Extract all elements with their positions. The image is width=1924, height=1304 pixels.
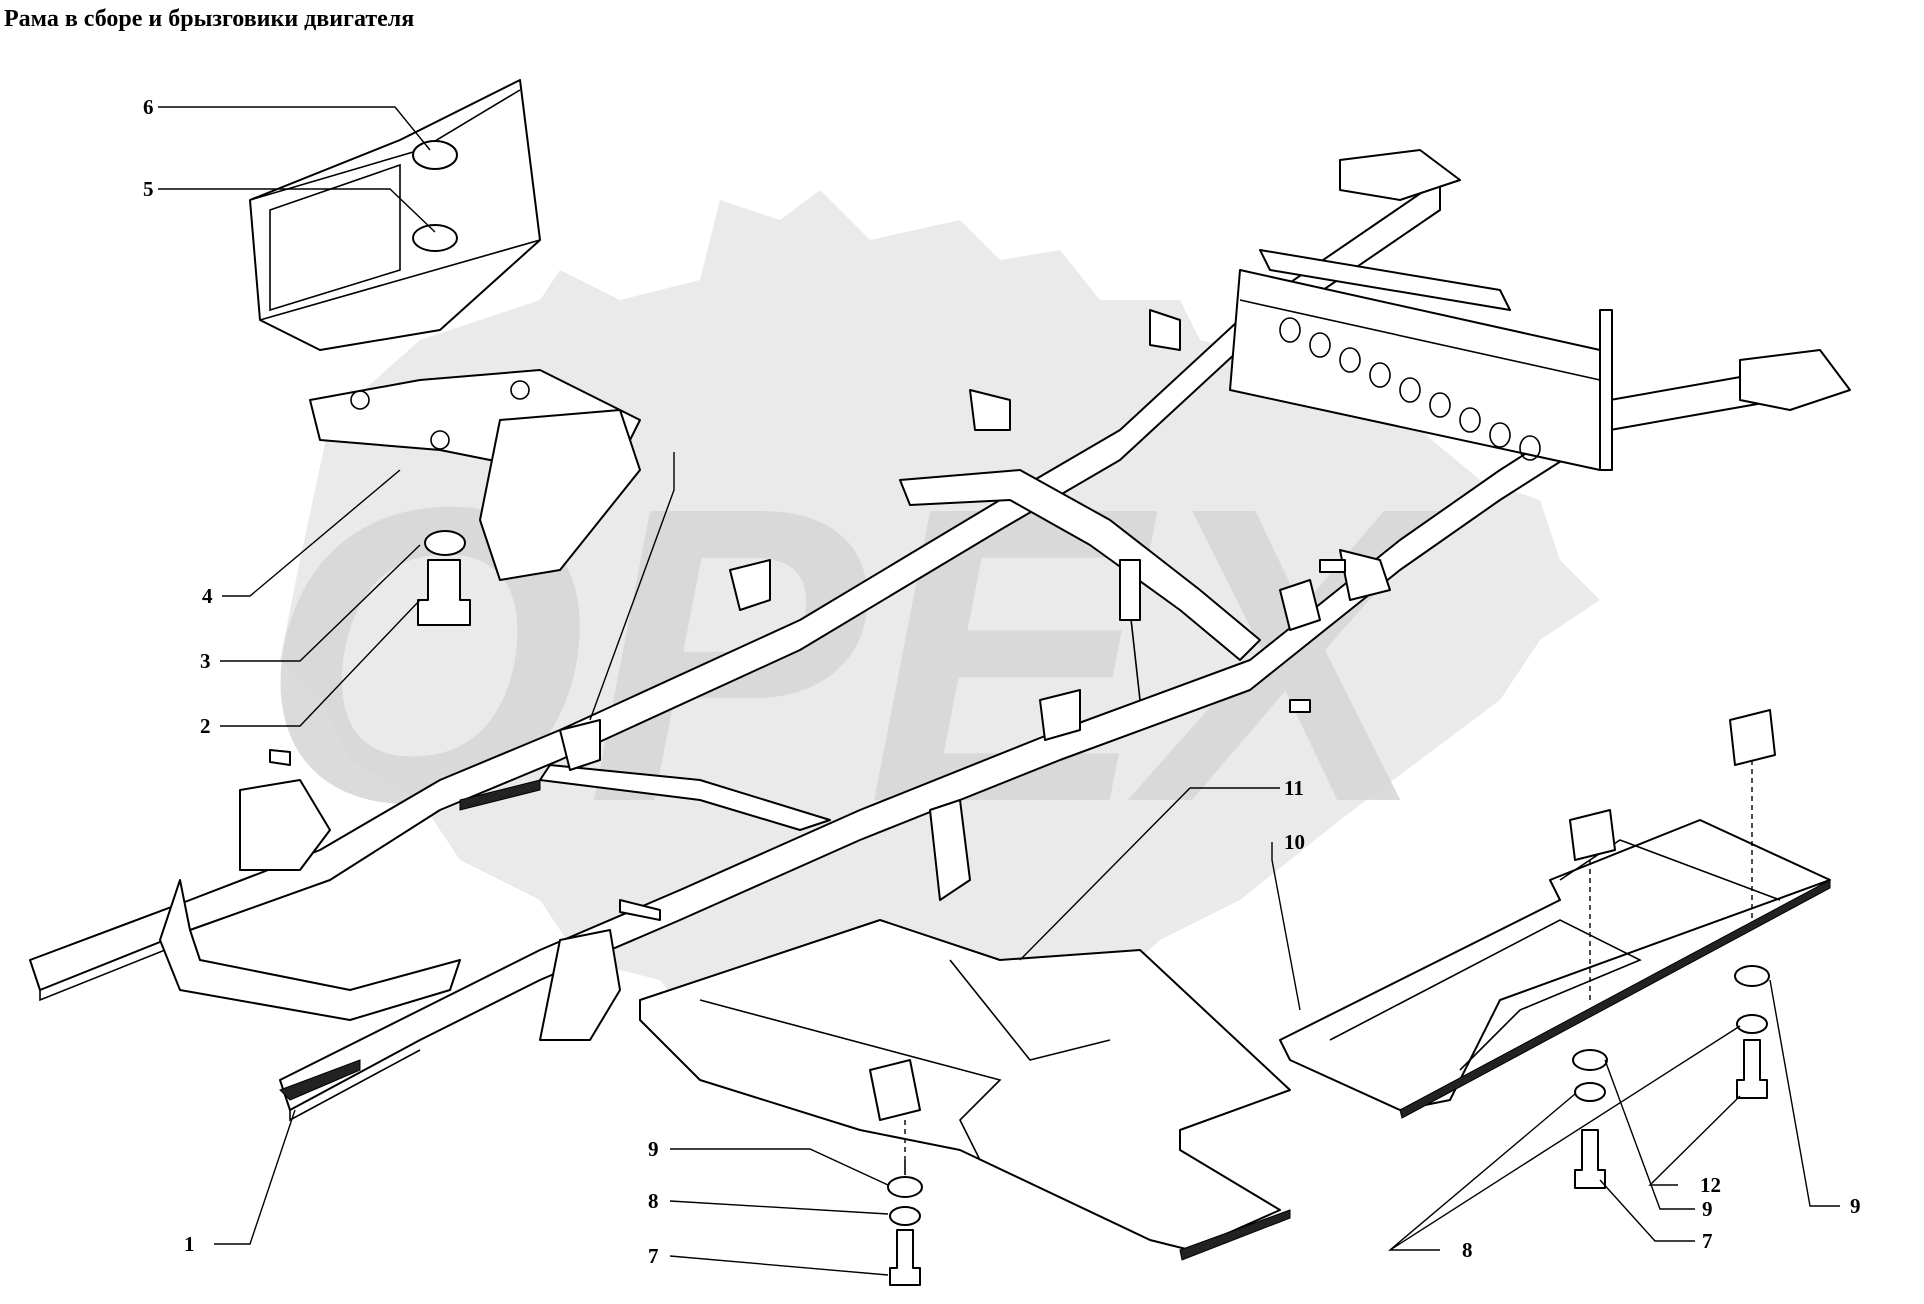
callout-5: 5 bbox=[143, 177, 154, 201]
leader-8a bbox=[669, 1200, 889, 1215]
callout-4: 4 bbox=[202, 584, 213, 608]
mount-washer-bottom bbox=[424, 530, 466, 556]
frame-bolt-a bbox=[619, 899, 661, 921]
mount-bolt bbox=[417, 559, 471, 626]
leader-9a bbox=[670, 1148, 889, 1186]
frame-shadow-a bbox=[459, 779, 541, 811]
frame-middle-crossmember bbox=[899, 469, 1261, 661]
washer-12 bbox=[1736, 1014, 1768, 1034]
frame-bolt-c bbox=[1319, 559, 1346, 573]
rear-bracket-right bbox=[1739, 349, 1851, 411]
fastener-stack-right-b bbox=[1734, 760, 1770, 1099]
bolt-12 bbox=[1736, 1039, 1768, 1099]
leader-lines bbox=[158, 106, 1840, 1276]
leader-4 bbox=[222, 469, 401, 597]
frame-bracket-h bbox=[969, 389, 1011, 431]
mount-nut bbox=[412, 140, 458, 170]
callout-labels: 6 5 4 3 2 1 11 10 9 8 7 8 7 9 12 9 bbox=[143, 95, 1861, 1268]
callout-9c: 9 bbox=[1850, 1194, 1861, 1218]
callout-7a: 7 bbox=[648, 1244, 659, 1268]
engine-mount-left bbox=[239, 779, 331, 871]
engine-mount-exploded bbox=[249, 79, 641, 626]
callout-9a: 9 bbox=[648, 1137, 659, 1161]
spring-washer-9c bbox=[1734, 965, 1770, 987]
callout-1: 1 bbox=[184, 1232, 195, 1256]
frame-bracket-a bbox=[729, 559, 771, 611]
splash-guard-10-edge bbox=[1399, 879, 1831, 1119]
frame-bracket-c bbox=[1039, 689, 1081, 741]
leader-11 bbox=[1019, 787, 1280, 961]
callout-10: 10 bbox=[1284, 830, 1305, 854]
leader-7a bbox=[669, 1255, 889, 1276]
leader-1 bbox=[214, 1109, 296, 1245]
frame-assembly bbox=[29, 149, 1851, 1122]
leader-5 bbox=[158, 188, 436, 233]
splash-guard-10 bbox=[1279, 709, 1831, 1119]
frame-bracket-d bbox=[1279, 579, 1321, 631]
leader-7b bbox=[1599, 1179, 1695, 1242]
callout-2: 2 bbox=[200, 714, 211, 738]
callout-8a: 8 bbox=[648, 1189, 659, 1213]
leader-8b bbox=[1388, 1025, 1741, 1251]
washer-8a bbox=[889, 1206, 921, 1226]
frame-front-crossmember bbox=[539, 764, 831, 831]
mount-box bbox=[249, 79, 541, 351]
frame-bolt-b bbox=[1289, 699, 1311, 713]
frame-shadow-b bbox=[279, 1059, 361, 1101]
splash-guard-10-clip-b bbox=[1729, 709, 1776, 766]
leader-10 bbox=[1271, 842, 1301, 1011]
leader-J bbox=[589, 452, 675, 721]
callout-11: 11 bbox=[1284, 776, 1304, 800]
frame-bracket-b bbox=[1119, 559, 1141, 621]
spring-washer-9b bbox=[1572, 1049, 1608, 1071]
callout-7b: 7 bbox=[1702, 1229, 1713, 1253]
frame-front-u-member bbox=[159, 879, 461, 1021]
frame-vertical-post bbox=[1599, 309, 1613, 471]
engine-mount-bracket bbox=[929, 799, 971, 901]
rear-bracket-left bbox=[1339, 149, 1461, 201]
leader-6 bbox=[158, 106, 431, 151]
bolt-7a bbox=[889, 1229, 921, 1286]
frame-bracket-f bbox=[559, 719, 601, 771]
mount-washer-top bbox=[412, 224, 458, 252]
engine-mount-right bbox=[539, 929, 621, 1041]
bolt-7b bbox=[1574, 1129, 1606, 1189]
splash-guard-11-clip bbox=[869, 1059, 921, 1121]
fastener-stack-center bbox=[887, 1120, 923, 1286]
diagram-title: Рама в сборе и брызговики двигателя bbox=[4, 6, 415, 32]
leader-9b bbox=[1604, 1059, 1695, 1210]
spring-washer-9a bbox=[887, 1176, 923, 1198]
splash-guard-11-panel bbox=[639, 919, 1291, 1251]
fastener-stack-right-a bbox=[1572, 860, 1608, 1189]
splash-guard-11 bbox=[639, 919, 1291, 1261]
splash-guard-11-edge bbox=[1179, 1209, 1291, 1261]
callout-6: 6 bbox=[143, 95, 154, 119]
mount-rubber-pad bbox=[479, 409, 641, 581]
leader-2 bbox=[220, 599, 421, 727]
leader-12 bbox=[1648, 1095, 1741, 1186]
leader-9c bbox=[1769, 979, 1840, 1207]
frame-bracket-e bbox=[1339, 549, 1391, 601]
washer-8b bbox=[1574, 1082, 1606, 1102]
frame-bracket-g bbox=[1149, 309, 1181, 351]
leader-3 bbox=[220, 544, 421, 662]
frame-bolt-d bbox=[269, 749, 291, 766]
callout-3: 3 bbox=[200, 649, 211, 673]
callout-8b: 8 bbox=[1462, 1238, 1473, 1262]
callout-12: 12 bbox=[1700, 1173, 1721, 1197]
splash-guard-10-clip-a bbox=[1569, 809, 1616, 861]
frame-upper-crossmember bbox=[1259, 249, 1511, 311]
splash-guard-10-panel bbox=[1279, 819, 1831, 1111]
callout-9b: 9 bbox=[1702, 1197, 1713, 1221]
crossmember-holes bbox=[1279, 317, 1541, 461]
